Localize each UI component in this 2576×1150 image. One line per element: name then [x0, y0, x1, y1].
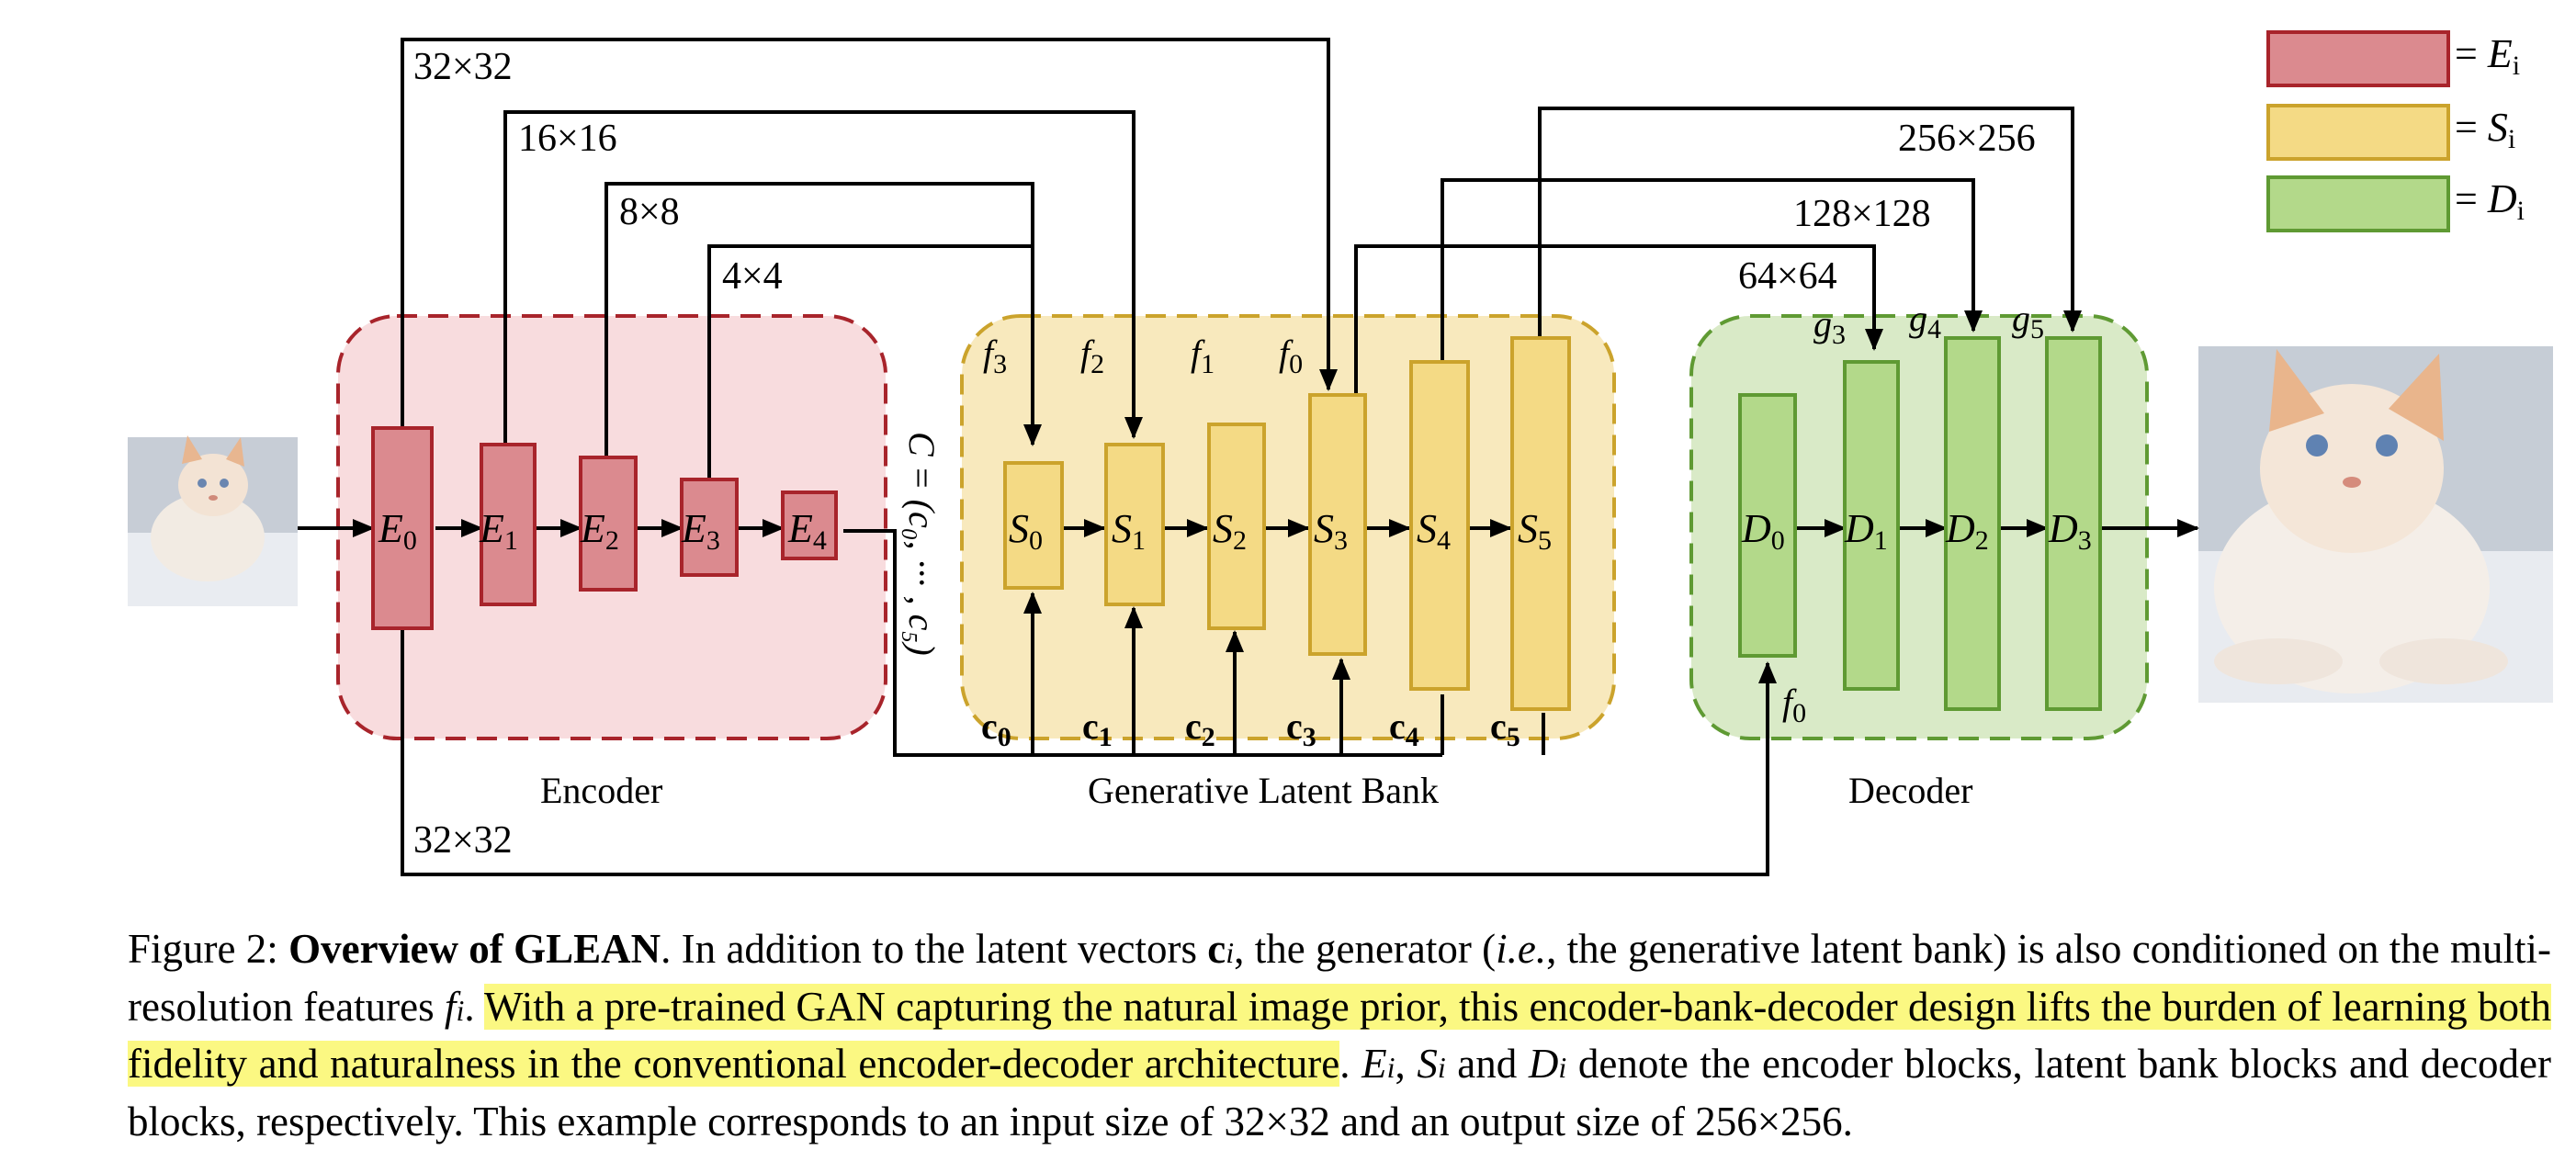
dim-bottom: 32×32 — [413, 819, 513, 862]
block-d3 — [2045, 336, 2102, 711]
dim-out128: 128×128 — [1793, 193, 1931, 235]
caption-text-3: , the generative latent bank) is also co… — [128, 926, 2552, 1030]
block-e1 — [480, 443, 537, 606]
caption-text-4: . — [464, 983, 485, 1030]
bank-label: Generative Latent Bank — [1088, 770, 1439, 811]
legend-swatch-s — [2266, 104, 2450, 161]
caption-ie: i.e. — [1496, 926, 1547, 972]
output-cat-image — [2198, 346, 2553, 703]
svg-text:E2: E2 — [580, 506, 619, 556]
caption-text-5: . — [1339, 1041, 1362, 1087]
svg-text:S4: S4 — [1417, 506, 1451, 556]
svg-text:g4: g4 — [1909, 298, 1941, 344]
svg-text:g5: g5 — [2012, 298, 2044, 344]
block-d2 — [1944, 336, 2001, 711]
svg-text:E4: E4 — [787, 506, 827, 556]
connections — [298, 38, 2199, 876]
svg-text:S0: S0 — [1009, 506, 1043, 556]
svg-text:D2: D2 — [1945, 506, 1989, 556]
block-e2 — [579, 456, 638, 592]
glean-architecture-diagram: = Ei = Si = Di E0 E1 E2 E3 E4 S0 S1 S2 S… — [128, 30, 2553, 876]
block-s3 — [1308, 393, 1367, 656]
block-s4 — [1409, 360, 1470, 691]
bank-blocks — [1003, 336, 1571, 711]
block-s2 — [1207, 423, 1266, 630]
caption-title: Overview of GLEAN — [288, 926, 661, 972]
block-s0 — [1003, 461, 1064, 590]
legend-label-s: = Si — [2455, 105, 2515, 154]
caption-text-2: , the generator ( — [1234, 926, 1497, 972]
caption-text-8: denote the encoder blocks, latent bank b… — [128, 1041, 2552, 1144]
svg-text:g3: g3 — [1813, 303, 1846, 350]
legend-swatch-d — [2266, 175, 2450, 232]
block-e3 — [680, 478, 739, 577]
svg-text:c5: c5 — [1490, 705, 1520, 752]
input-cat-image — [128, 435, 298, 606]
c-labels: c0 c1 c2 c3 c4 c5 — [981, 705, 1520, 752]
block-d1 — [1843, 360, 1900, 691]
block-e0 — [371, 426, 434, 630]
encoder-label: Encoder — [540, 770, 662, 811]
caption-text-6: , — [1395, 1041, 1418, 1087]
block-s1 — [1104, 443, 1165, 606]
svg-text:E3: E3 — [681, 506, 720, 556]
dim-e3: 4×4 — [722, 255, 783, 298]
block-s5 — [1510, 336, 1571, 711]
dim-e2: 8×8 — [619, 191, 680, 233]
latent-label: C = (c₀, ··· , c₅) — [901, 432, 943, 656]
svg-text:c3: c3 — [1286, 705, 1316, 752]
caption-prefix: Figure 2: — [128, 926, 278, 972]
encoder-blocks — [371, 426, 838, 630]
caption-text-7: and — [1445, 1041, 1529, 1087]
dim-e1: 16×16 — [518, 118, 617, 160]
decoder-label: Decoder — [1848, 770, 1972, 811]
dim-out64: 64×64 — [1738, 255, 1837, 298]
legend: = Ei = Si = Di — [2266, 30, 2525, 232]
block-e4 — [781, 490, 838, 560]
figure-caption: Figure 2: Overview of GLEAN. In addition… — [128, 926, 2552, 1144]
block-labels: E0 E1 E2 E3 E4 S0 S1 S2 S3 S4 S5 D0 D1 D… — [378, 506, 2092, 556]
dim-out256: 256×256 — [1898, 118, 2036, 160]
decoder-blocks — [1738, 336, 2102, 711]
block-d0 — [1738, 393, 1797, 658]
caption-text-1: . In addition to the latent vectors — [661, 926, 1208, 972]
legend-label-e: = Ei — [2455, 31, 2520, 81]
legend-label-d: = Di — [2455, 176, 2525, 226]
dim-e0-top: 32×32 — [413, 46, 513, 88]
legend-swatch-e — [2266, 30, 2450, 87]
